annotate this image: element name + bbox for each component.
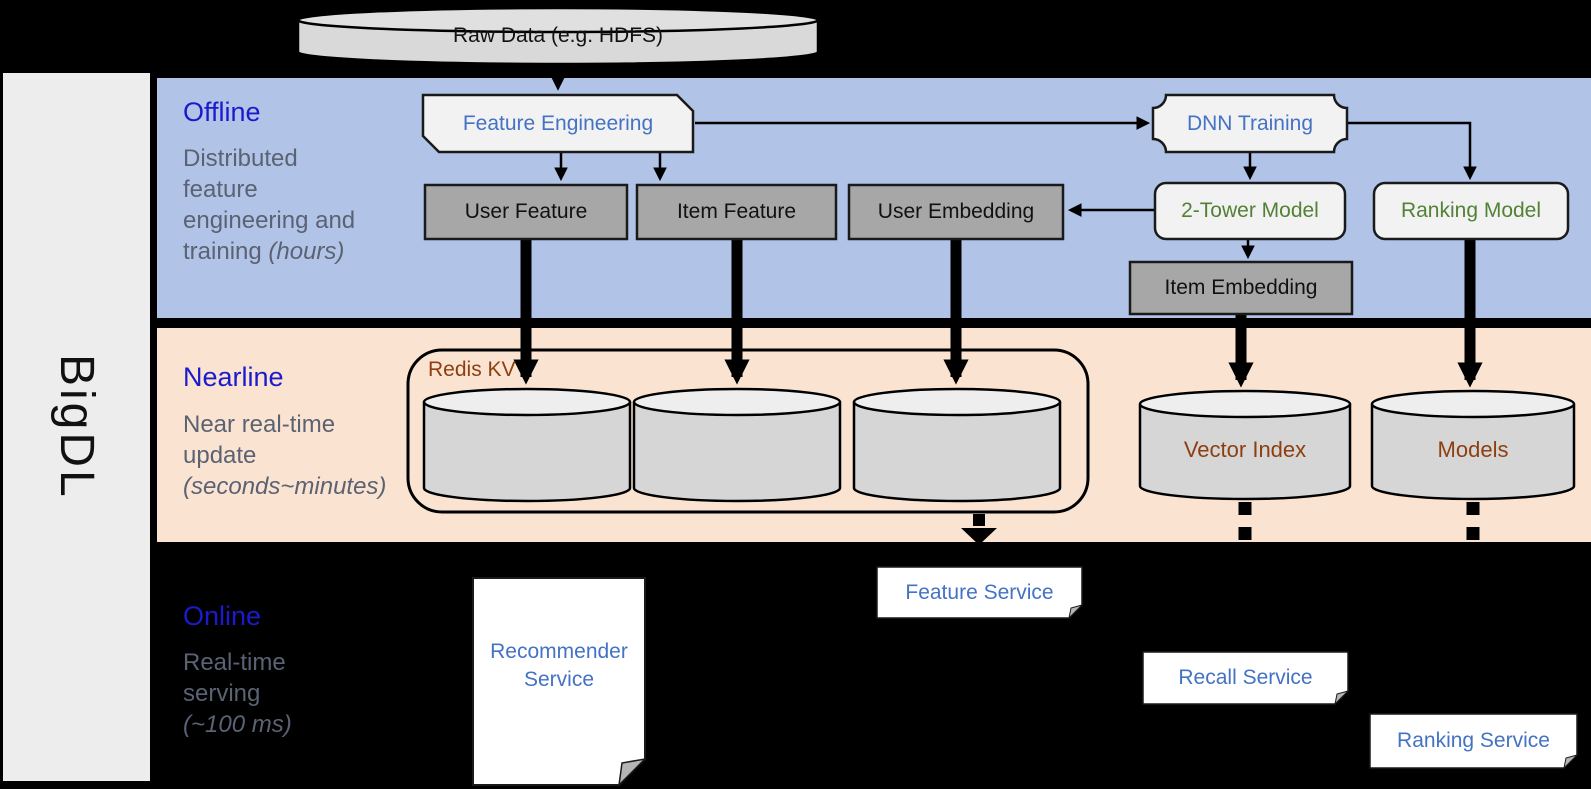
feature-service-box [876,566,1084,620]
raw-data-label: Raw Data (e.g. HDFS) [452,24,664,47]
two-tower-model-box [1153,181,1347,241]
folded-corner [1068,604,1084,620]
user-feature-box [423,183,629,241]
offline-subtitle: Distributed feature engineering and trai… [183,145,356,265]
item-embedding-box [1128,260,1354,316]
online-title: Online [183,601,262,631]
recall-service-label: Recall Service [1178,666,1313,689]
user-embedding-box [847,183,1065,241]
kv-cylinder-3 [852,387,1062,503]
item-embedding-label: Item Embedding [1164,276,1318,299]
ranking-model-box [1372,181,1570,241]
recommender-service-label: Recommender Service [490,640,628,691]
folded-corner [617,757,648,788]
feature-engineering-label: Feature Engineering [462,111,654,135]
two-tower-model-label: 2-Tower Model [1181,199,1319,222]
models-cylinder [1370,389,1576,501]
raw-data-cylinder [296,6,820,66]
bigdl-sidebar: BigDL [3,73,150,781]
item-feature-label: Item Feature [676,200,797,223]
vector-index-cylinder [1138,389,1352,501]
ranking-service-label: Ranking Service [1397,729,1550,752]
kv-cylinder-1 [422,387,632,503]
recommender-service-doc [472,577,648,788]
feature-service-label: Feature Service [905,580,1054,604]
arrow-dnn-to-ranking-model [1347,121,1477,181]
user-feature-label: User Feature [464,200,588,223]
nearline-subtitle: Near real-time update (seconds~minutes) [183,411,387,500]
item-feature-box [635,183,838,241]
dnn-training-label: DNN Training [1186,111,1314,135]
nearline-title: Nearline [183,362,284,392]
folded-corner [1334,690,1350,706]
user-embedding-label: User Embedding [877,200,1035,223]
redis-kv-container [406,348,1090,514]
folded-corner [1563,754,1579,770]
models-label: Models [1437,437,1509,462]
vector-index-label: Vector Index [1183,437,1307,462]
online-subtitle: Real-time serving (~100 ms) [183,649,292,738]
bigdl-label: BigDL [50,354,103,500]
ranking-model-label: Ranking Model [1400,199,1542,222]
dnn-training-box [1151,93,1349,154]
dashed-arrow-kv-to-feature-service [961,514,997,545]
recall-service-box [1142,651,1350,706]
feature-engineering-box [421,93,695,154]
ranking-service-box [1369,713,1579,770]
redis-kv-label: Redis KV [428,358,516,381]
offline-title: Offline [183,97,261,127]
kv-cylinder-2 [632,387,842,503]
